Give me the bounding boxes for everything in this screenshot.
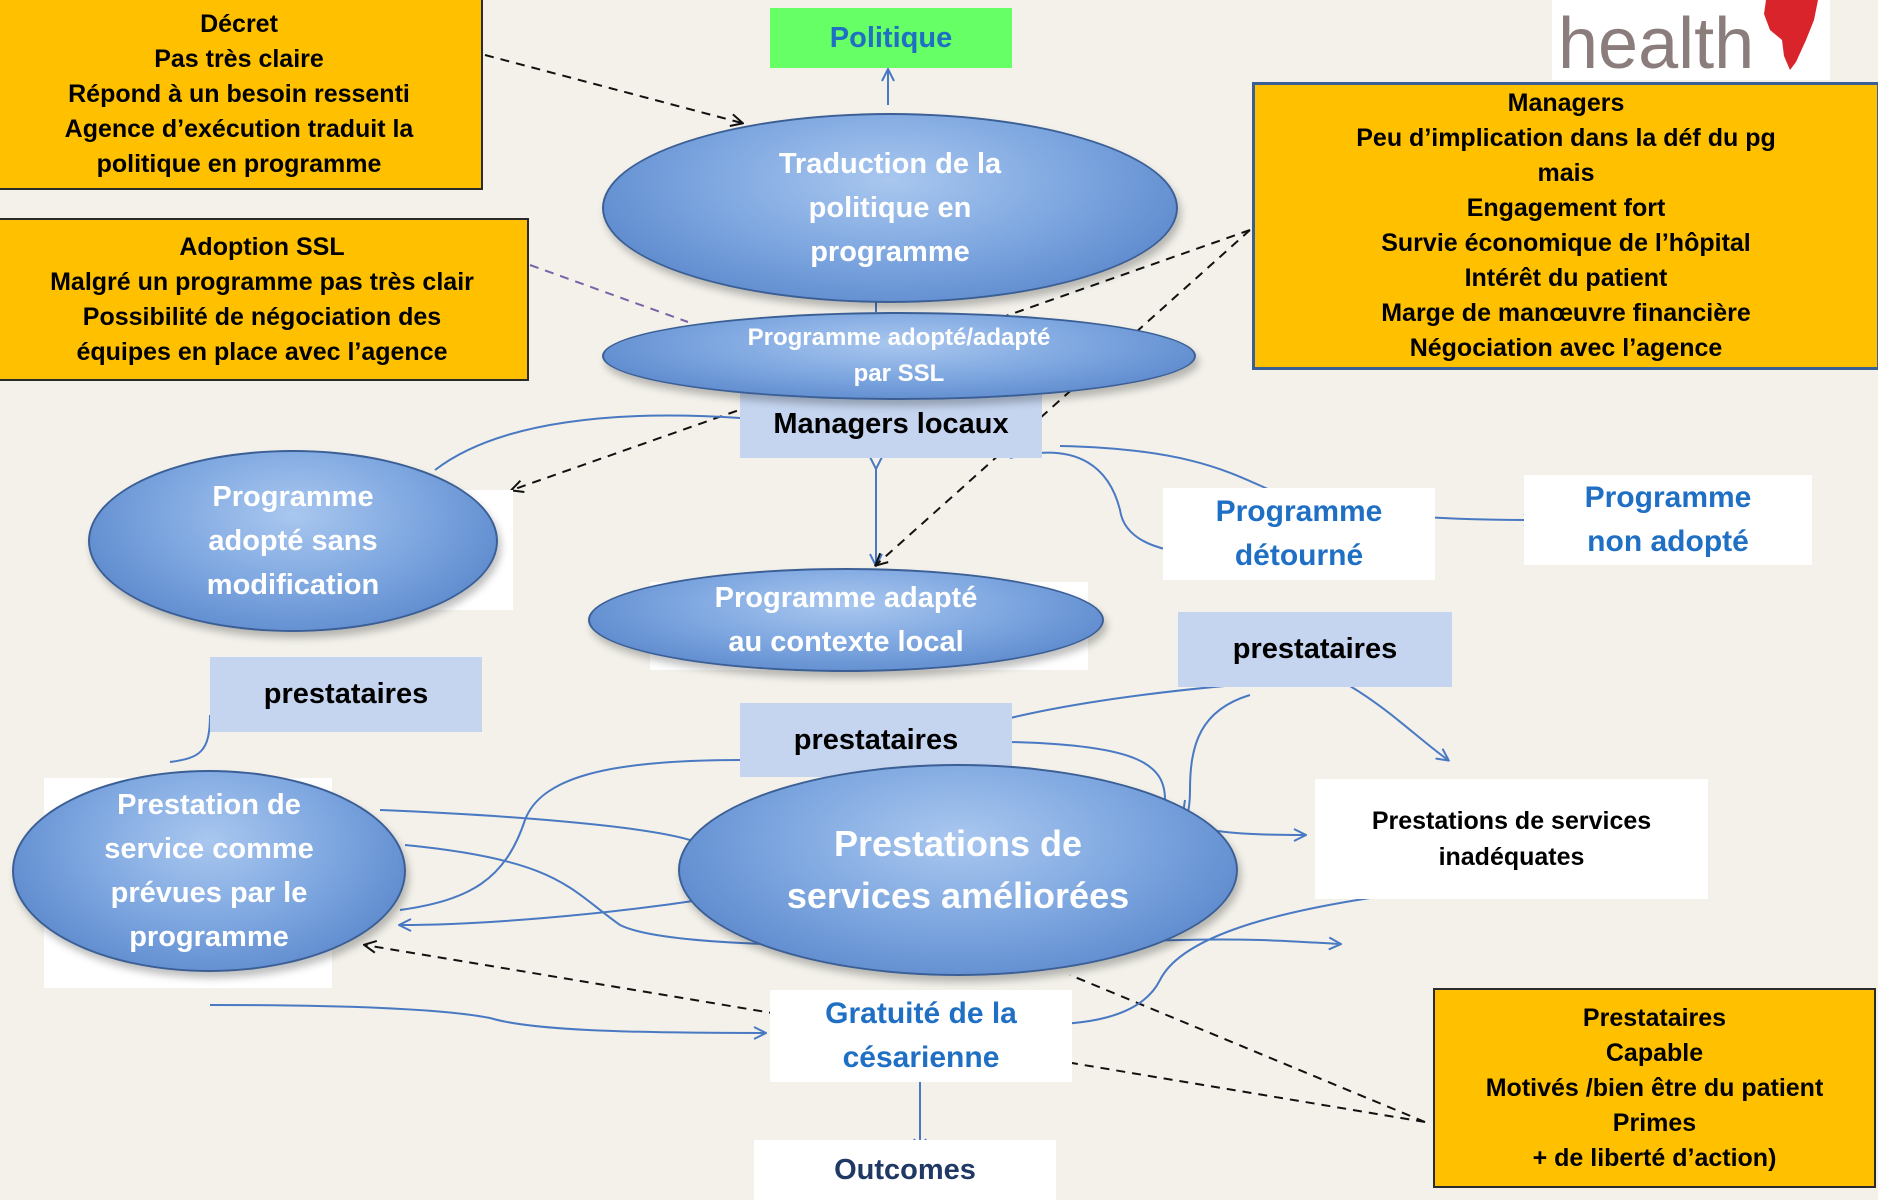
prestataires-left-box: prestataires <box>210 657 482 732</box>
managers-locaux-box: Managers locaux <box>740 390 1042 458</box>
curve-ameliorees-to-prevue <box>400 899 701 925</box>
prestataires-right-box: prestataires <box>1178 612 1452 687</box>
traduction-politique-ellipse: Traduction de la politique en programme <box>602 113 1178 303</box>
curve-bottom-gratuite <box>209 1004 765 1033</box>
dashed-prestataires-prestation <box>365 945 1426 1123</box>
outcomes-box: Outcomes <box>754 1140 1056 1200</box>
dashed-ssl-adopte <box>529 264 689 323</box>
logo-heart-icon <box>1762 0 1820 72</box>
decret-note: Décret Pas très claire Répond à un besoi… <box>0 0 483 190</box>
programme-non-adopte-box: Programme non adopté <box>1524 475 1812 565</box>
dashed-decret-traduction <box>484 54 742 123</box>
curve-prevue-ameliorees <box>379 809 691 841</box>
politique-box: Politique <box>770 8 1012 68</box>
prestations-ameliorees-ellipse: Prestations de services améliorées <box>678 764 1238 976</box>
curve-managers-sansmodif <box>434 414 741 471</box>
curve-prestataires-right-down <box>1349 685 1448 760</box>
prestataires-note: Prestataires Capable Motivés /bien être … <box>1433 988 1876 1188</box>
prestation-prevue-ellipse: Prestation de service comme prévues par … <box>12 770 406 972</box>
gratuite-cesarienne-box: Gratuité de la césarienne <box>770 990 1072 1082</box>
managers-note: Managers Peu d’implication dans la déf d… <box>1252 82 1878 370</box>
curve-prestataires-center-left <box>399 759 741 911</box>
programme-adopte-ssl-ellipse: Programme adopté/adapté par SSL <box>602 312 1196 400</box>
curve-prestataires-left <box>169 714 211 763</box>
programme-adapte-local-ellipse: Programme adapté au contexte local <box>588 568 1104 672</box>
adoption-ssl-note: Adoption SSL Malgré un programme pas trè… <box>0 218 529 381</box>
curve-inadequate-gratuite <box>1030 897 1371 1025</box>
prestations-inadequates-box: Prestations de services inadéquates <box>1315 779 1708 899</box>
programme-detourne-box: Programme détourné <box>1163 488 1435 580</box>
curve-prestataires-right-loop <box>1182 694 1251 820</box>
logo-text: health <box>1558 4 1755 84</box>
dashed-prestataires-ameliorees <box>1069 974 1426 1123</box>
programme-sans-modification-ellipse: Programme adopté sans modification <box>88 450 498 632</box>
dashed-managers-adapte <box>876 229 1251 565</box>
